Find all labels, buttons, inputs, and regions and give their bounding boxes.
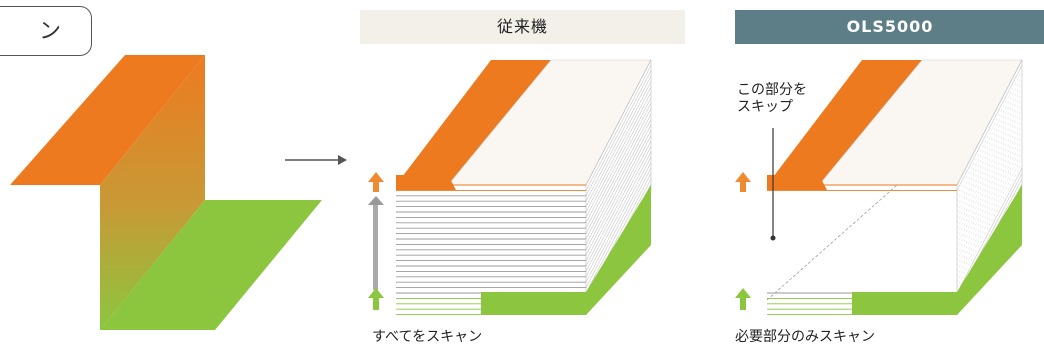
skip-label-line2: スキップ xyxy=(737,99,793,115)
up-arrow-orange xyxy=(735,172,751,192)
skipped-layer-line xyxy=(956,97,1023,223)
orange-front-lip xyxy=(396,175,456,190)
skipped-layer-line xyxy=(956,81,1023,207)
mode-label-tag: ン xyxy=(0,6,92,56)
diagonal-skip-line xyxy=(766,184,898,301)
layer-depth-line xyxy=(585,76,652,202)
skip-pointer-dot xyxy=(770,235,776,241)
layer-depth-line xyxy=(585,146,652,272)
legacy-caption: すべてをスキャン xyxy=(372,329,483,345)
skipped-layer-line xyxy=(956,146,1023,272)
layer-depth-line xyxy=(585,108,652,234)
green-bottom-band xyxy=(852,185,1022,315)
skipped-layer-line xyxy=(956,135,1023,261)
ols-scan-indicator xyxy=(735,128,776,310)
sample-top-surface xyxy=(10,55,205,185)
skipped-layer-line xyxy=(956,151,1023,277)
layer-depth-line xyxy=(585,59,652,186)
ols-caption: 必要部分のみスキャン xyxy=(735,329,875,345)
top-orange-band xyxy=(396,60,551,185)
up-arrow-grey xyxy=(368,196,384,205)
layer-depth-line xyxy=(585,65,652,191)
layer-depth-line xyxy=(956,59,1023,186)
ols-scan-stack xyxy=(766,59,1023,316)
layer-depth-line xyxy=(585,119,652,245)
skip-label-line1: この部分を xyxy=(737,82,807,98)
layer-depth-line xyxy=(585,167,652,294)
skipped-layer-line xyxy=(956,124,1023,250)
sample-bottom-surface xyxy=(100,200,322,330)
skip-label: この部分を スキップ xyxy=(737,82,807,116)
layer-depth-line xyxy=(585,70,652,196)
skipped-layer-line xyxy=(956,113,1023,240)
skipped-layer-line xyxy=(956,86,1023,213)
flow-arrow xyxy=(285,155,347,165)
layer-depth-line xyxy=(585,130,652,256)
layer-depth-line xyxy=(585,124,652,250)
layer-depth-line xyxy=(585,103,652,229)
up-arrow-green xyxy=(368,288,384,310)
ols5000-header: OLS5000 xyxy=(735,10,1044,44)
skipped-layer-line xyxy=(956,92,1023,218)
layer-depth-line xyxy=(585,113,652,240)
skipped-layer-line xyxy=(956,130,1023,256)
skipped-layer-line xyxy=(956,108,1023,234)
step-sample-3d xyxy=(10,55,322,330)
layer-depth-line xyxy=(585,135,652,261)
legacy-scan-stack xyxy=(396,59,652,316)
layer-depth-line xyxy=(585,97,652,223)
skipped-layer-line xyxy=(956,70,1023,196)
layer-depth-line xyxy=(585,162,652,288)
legacy-scan-indicator xyxy=(368,172,384,310)
skipped-layer-line xyxy=(956,140,1023,267)
skipped-layer-line xyxy=(956,119,1023,245)
skipped-layer-line xyxy=(956,162,1023,288)
up-arrow-green xyxy=(735,288,751,310)
up-arrow-orange xyxy=(368,172,384,192)
skipped-layer-line xyxy=(956,157,1023,283)
sample-wall-face xyxy=(100,55,205,330)
layer-depth-line xyxy=(585,81,652,207)
layer-depth-line xyxy=(585,92,652,218)
layer-depth-line xyxy=(585,151,652,277)
scan-range-bar xyxy=(373,205,378,290)
layer-depth-line xyxy=(585,86,652,213)
layer-depth-line xyxy=(956,65,1023,191)
skipped-layer-line xyxy=(956,76,1023,202)
orange-front-lip xyxy=(767,175,827,190)
skipped-layer-line xyxy=(956,103,1023,229)
top-orange-band xyxy=(767,60,922,185)
legacy-header: 従来機 xyxy=(360,10,685,44)
green-bottom-band xyxy=(481,185,651,315)
layer-depth-line xyxy=(585,157,652,283)
layer-depth-line xyxy=(956,167,1023,294)
layer-depth-line xyxy=(585,140,652,267)
